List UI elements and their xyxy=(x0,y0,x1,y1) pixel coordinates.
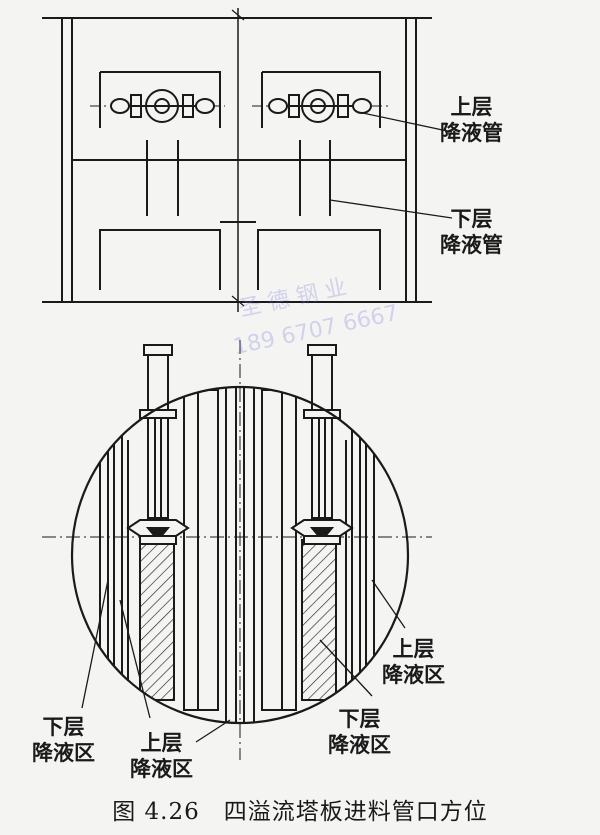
label-upper-zone-right: 上层 降液区 xyxy=(382,637,445,687)
tower-shell-circle xyxy=(70,385,410,725)
label-lower-zone-left: 下层 降液区 xyxy=(32,715,95,765)
plan-view xyxy=(42,340,432,760)
upper-pipe-flange-right xyxy=(268,89,372,123)
label-lower-pipe: 下层 降液管 xyxy=(440,207,503,257)
leader-lines-bottom xyxy=(81,579,406,743)
leader-lines-top xyxy=(329,111,453,219)
feed-pipe-left xyxy=(126,344,190,545)
label-upper-zone-left: 上层 降液区 xyxy=(130,731,193,781)
feed-pipe-right xyxy=(290,344,354,545)
elevation-view xyxy=(42,8,432,312)
upper-pipe-flange-left xyxy=(110,89,215,123)
figure-caption: 图 4.26 四溢流塔板进料管口方位 xyxy=(112,799,488,825)
label-upper-pipe: 上层 降液管 xyxy=(440,95,503,145)
label-lower-zone-right: 下层 降液区 xyxy=(328,707,391,757)
